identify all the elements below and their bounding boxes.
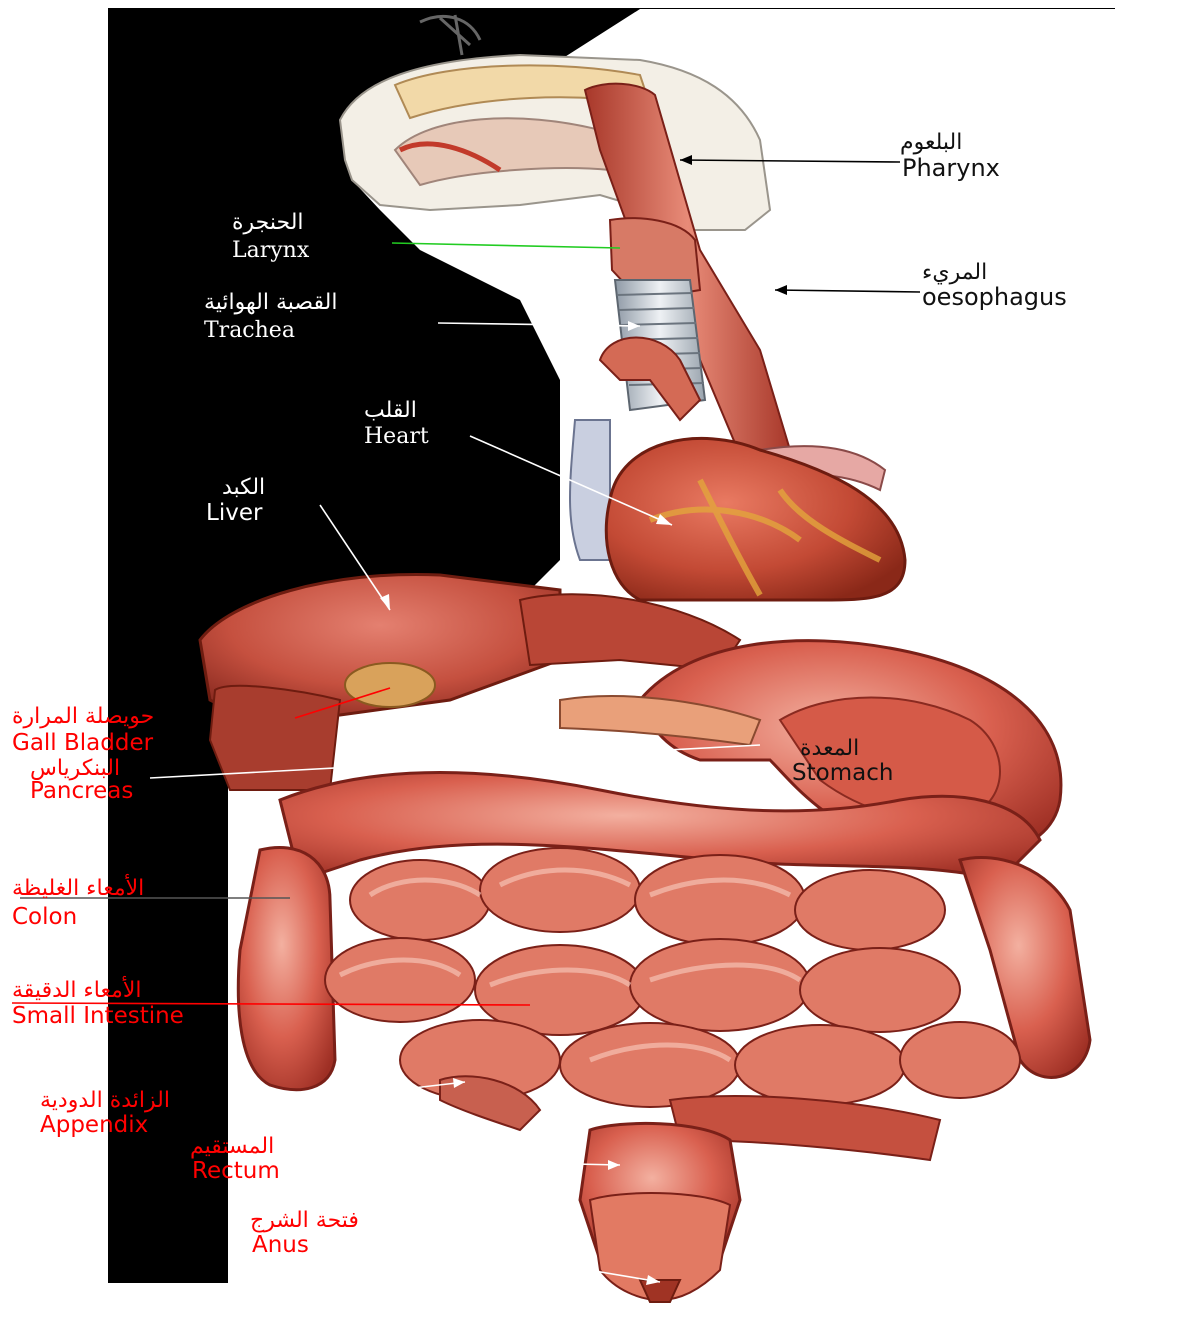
- label-small-intestine-en: Small Intestine: [12, 1005, 184, 1028]
- label-liver-ar: الكبد: [222, 477, 265, 499]
- label-oesophagus-en: oesophagus: [922, 285, 1067, 309]
- label-pancreas-ar: البنكرياس: [30, 758, 120, 780]
- label-trachea-en: Trachea: [204, 320, 295, 342]
- label-anus-ar: فتحة الشرج: [250, 1210, 359, 1232]
- label-liver-en: Liver: [206, 502, 262, 525]
- label-heart-en: Heart: [364, 426, 429, 448]
- label-oesophagus-ar: المريء: [922, 262, 987, 284]
- label-small-intestine-ar: الأمعاء الدقيقة: [12, 980, 142, 1002]
- vena-cava: [570, 420, 610, 560]
- label-larynx-en: Larynx: [232, 240, 309, 262]
- label-trachea-ar: القصبة الهوائية: [204, 292, 337, 314]
- label-gall-bladder-ar: حويصلة المرارة: [12, 706, 154, 728]
- pointer-oesophagus: [775, 290, 920, 292]
- label-appendix-en: Appendix: [40, 1114, 148, 1137]
- label-appendix-ar: الزائدة الدودية: [40, 1090, 170, 1112]
- label-pancreas-en: Pancreas: [30, 780, 133, 803]
- label-heart-ar: القلب: [364, 400, 417, 422]
- label-colon-ar: الأمعاء الغليظة: [12, 878, 144, 900]
- label-colon-en: Colon: [12, 906, 77, 929]
- arrowhead-oesophagus: [775, 285, 787, 295]
- label-gall-bladder-en: Gall Bladder: [12, 732, 153, 755]
- label-rectum-ar: المستقيم: [190, 1136, 274, 1158]
- colon-ascending: [238, 847, 335, 1089]
- label-stomach-ar: المعدة: [800, 738, 859, 760]
- label-larynx-ar: الحنجرة: [232, 212, 304, 234]
- label-pharynx-en: Pharynx: [902, 156, 1000, 180]
- gall-bladder-organ: [345, 663, 435, 707]
- pointer-larynx: [392, 243, 620, 248]
- label-pharynx-ar: البلعوم: [900, 132, 962, 154]
- label-anus-en: Anus: [252, 1234, 309, 1257]
- label-rectum-en: Rectum: [192, 1160, 280, 1183]
- label-stomach-en: Stomach: [792, 762, 893, 785]
